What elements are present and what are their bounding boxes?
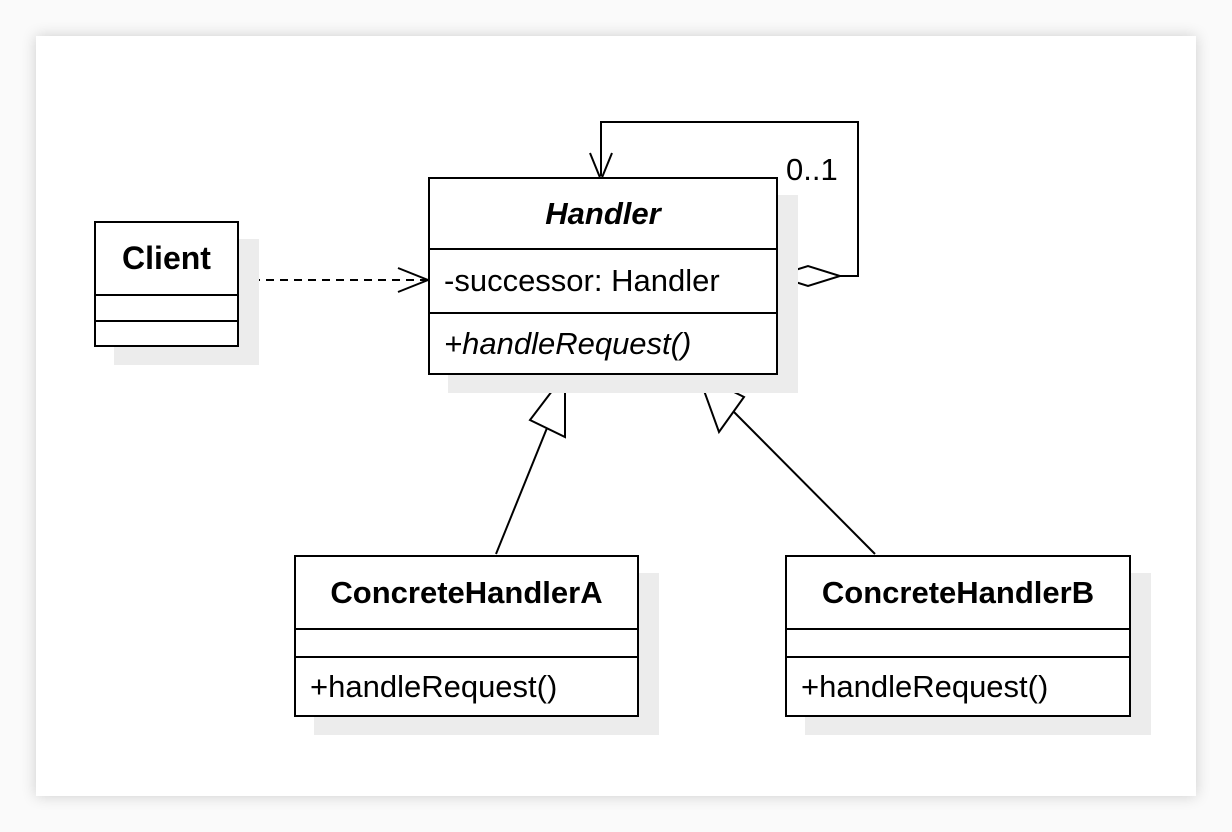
generalization-a-handler: [495, 371, 566, 555]
dependency-client-handler: [238, 267, 431, 293]
operations-section: [96, 320, 237, 345]
attribute-successor: -successor: Handler: [430, 248, 776, 312]
class-client[interactable]: Client: [94, 221, 239, 347]
class-name: Handler: [545, 195, 661, 231]
operation-handle-request: +handleRequest(): [430, 312, 776, 373]
attributes-section: [787, 628, 1129, 656]
class-handler[interactable]: Handler -successor: Handler +handleReque…: [428, 177, 778, 375]
generalization-b-handler: [696, 371, 876, 555]
class-name: ConcreteHandlerB: [821, 574, 1095, 610]
operation-handle-request: +handleRequest(): [787, 656, 1129, 715]
self-association-successor: [589, 121, 859, 288]
class-name: Client: [122, 240, 211, 276]
operation-handle-request: +handleRequest(): [296, 656, 637, 715]
attributes-section: [96, 294, 237, 320]
multiplicity-label: 0..1: [786, 152, 838, 187]
class-concrete-handler-a[interactable]: ConcreteHandlerA +handleRequest(): [294, 555, 639, 717]
class-name: ConcreteHandlerA: [330, 574, 603, 610]
class-concrete-handler-b[interactable]: ConcreteHandlerB +handleRequest(): [785, 555, 1131, 717]
attributes-section: [296, 628, 637, 656]
